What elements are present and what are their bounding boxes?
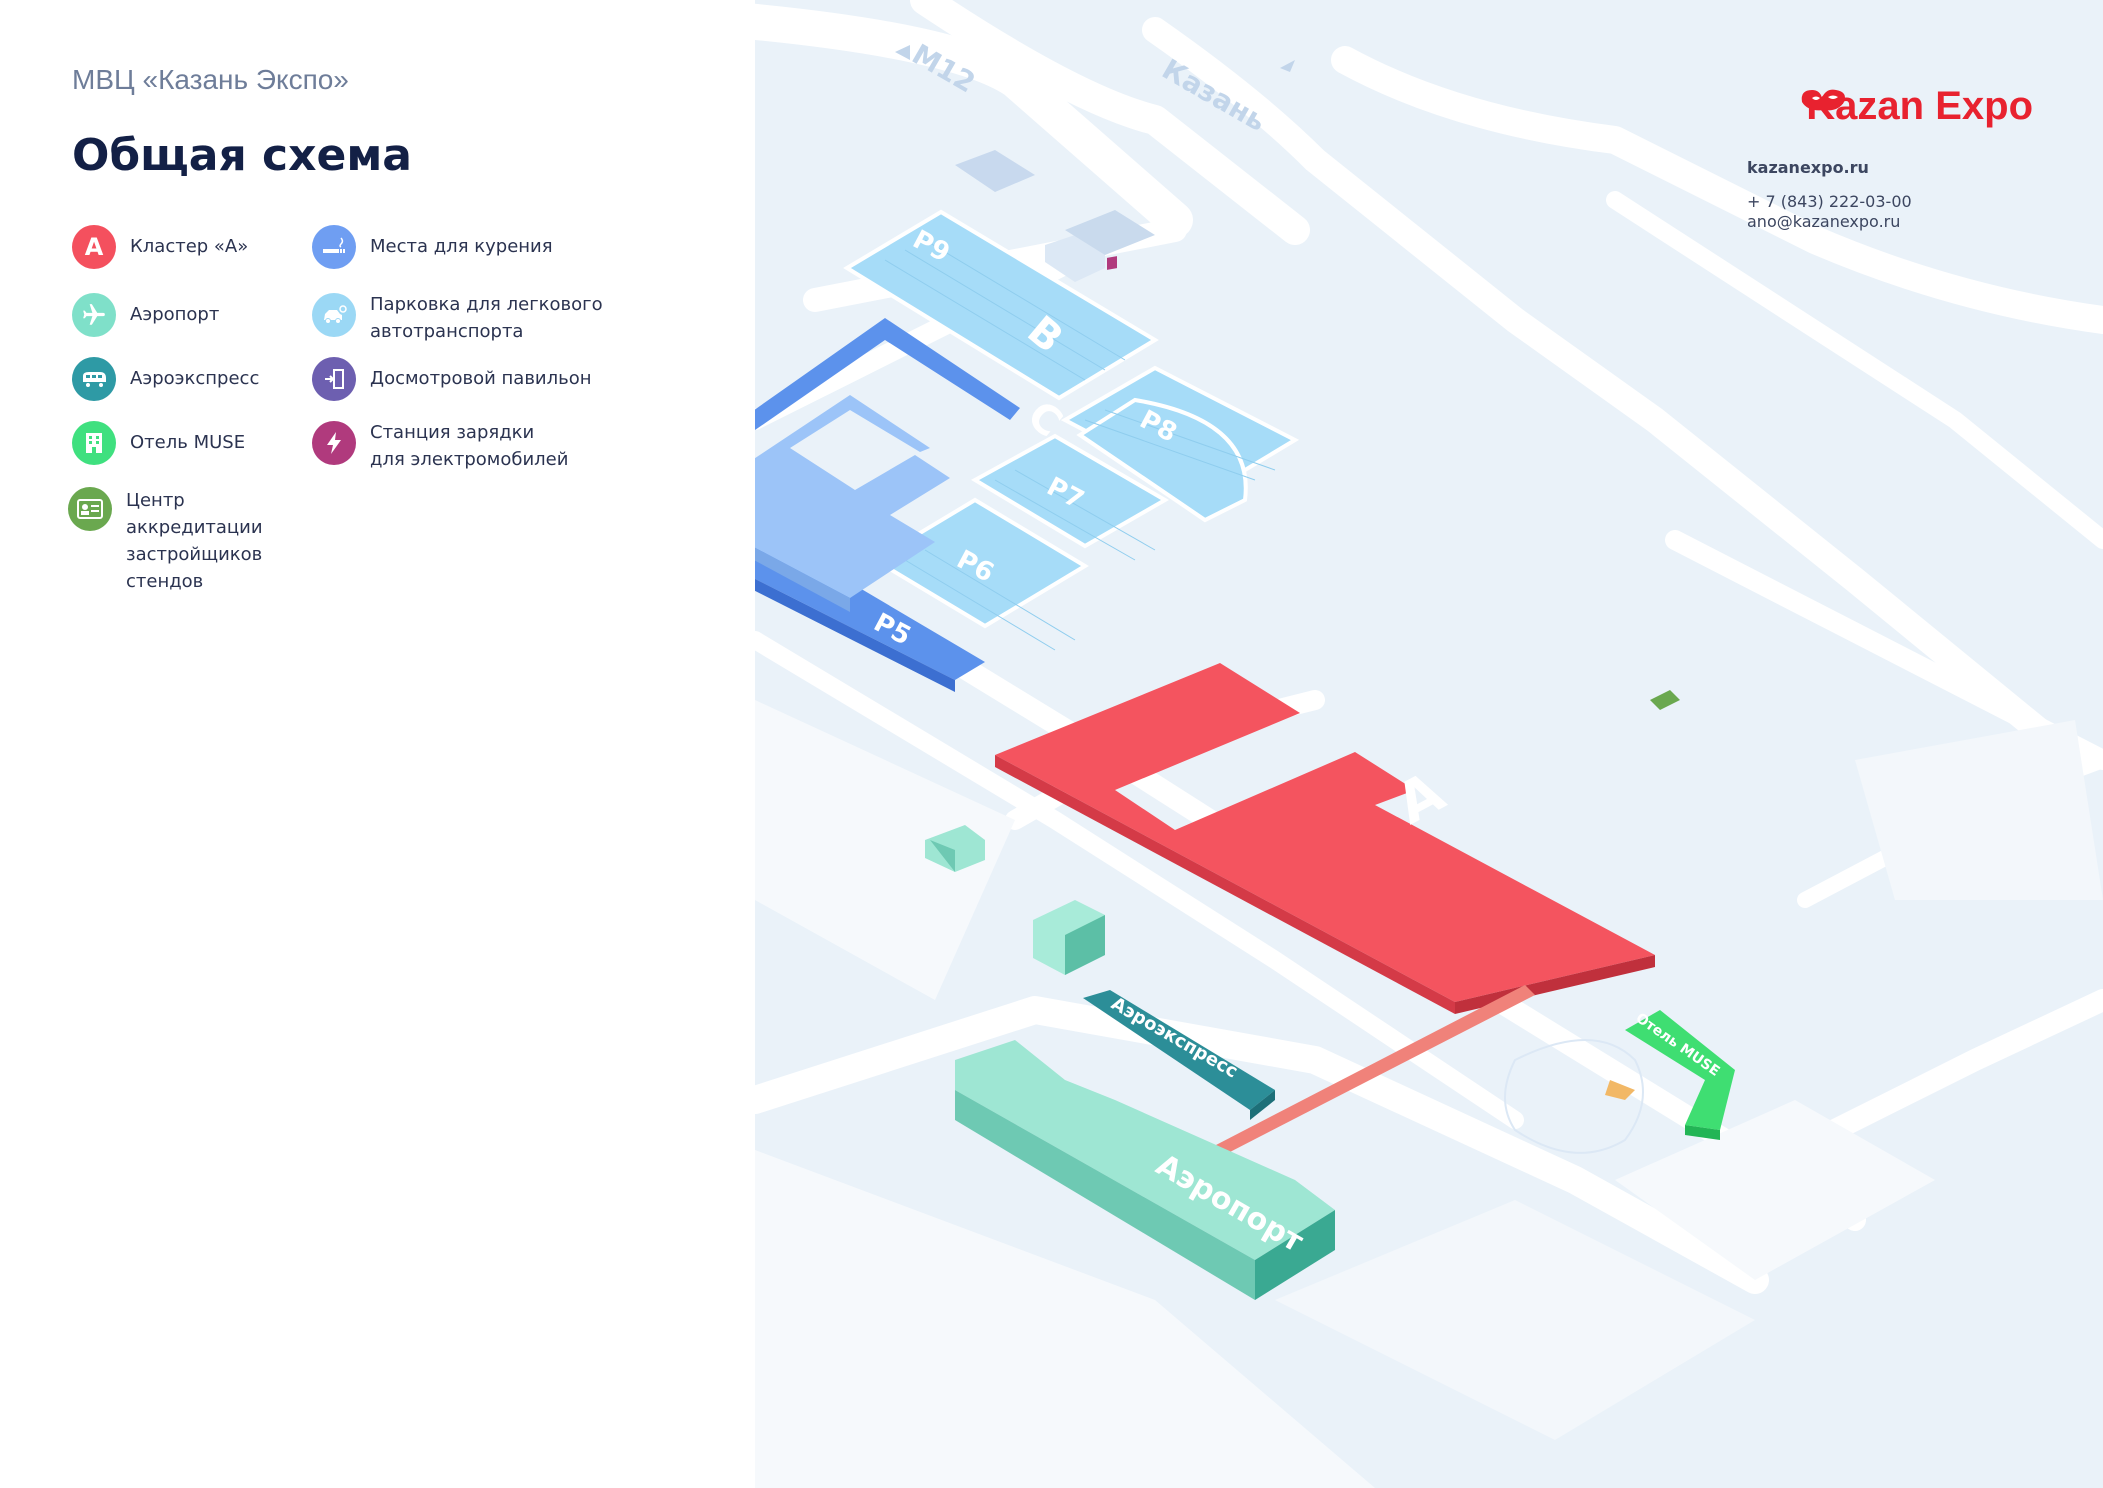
legend-label: Места для курения (370, 236, 553, 257)
legend-label: Досмотровой павильон (370, 368, 592, 389)
page-title: Общая схема (72, 130, 412, 181)
legend-label: Центр аккредитации застройщиков стендов (126, 490, 263, 592)
parkings (843, 209, 1300, 651)
aeroexpress-building (1083, 990, 1275, 1120)
direction-m12-arrow-icon (895, 45, 910, 60)
legend-panel: МВЦ «Казань Экспо» Общая схема A Кластер… (0, 0, 755, 1488)
hotel-building (1625, 1010, 1735, 1140)
legend-item-charging: Станция зарядки для электромобилей (312, 421, 568, 473)
legend-label: Станция зарядки для электромобилей (370, 422, 569, 470)
airport-building (955, 1040, 1335, 1300)
inspection-icon (312, 357, 356, 401)
legend-item-inspection: Досмотровой павильон (312, 357, 592, 401)
legend-label: Отель MUSE (130, 432, 246, 453)
legend-label: Парковка для легкового автотранспорта (370, 294, 603, 342)
legend-item-aeroexpress: Аэроэкспресс (72, 357, 259, 401)
legend-item-hotel: Отель MUSE (72, 421, 245, 465)
website-link[interactable]: kazanexpo.ru (1747, 158, 1869, 177)
email-link[interactable]: ano@kazanexpo.ru (1747, 212, 1901, 231)
direction-kazan-arrow-icon (1280, 60, 1295, 72)
legend-item-airport: Аэропорт (72, 293, 219, 337)
smoking-icon (312, 225, 356, 269)
train-icon (72, 357, 116, 401)
venue-subtitle: МВЦ «Казань Экспо» (72, 64, 349, 95)
hotel-icon (72, 421, 116, 465)
airport-roundabout (1504, 1039, 1644, 1154)
accreditation-icon (68, 487, 112, 531)
phone-number[interactable]: + 7 (843) 222-03-00 (1747, 192, 1912, 211)
misc-buildings (925, 150, 1680, 975)
legend-item-cluster-a: A Кластер «А» (72, 225, 248, 269)
brand-name: Kazan Expo (1806, 84, 2033, 128)
legend-item-accreditation: Центр аккредитации застройщиков стендов (68, 487, 263, 595)
legend-label: Аэроэкспресс (130, 368, 260, 389)
legend-label: Кластер «А» (130, 236, 249, 257)
parking-icon (312, 293, 356, 337)
contacts: kazanexpo.ru + 7 (843) 222-03-00 ano@kaz… (1747, 158, 1912, 232)
venue-map[interactable]: A B C P5 P6 P7 P8 P9 Аэроэкспресс Аэропо… (755, 0, 2103, 1488)
airport-bridge (1187, 985, 1535, 1170)
cluster-a-icon: A (72, 225, 116, 269)
cluster-c (755, 395, 950, 612)
charging-icon (312, 421, 356, 465)
airplane-icon (72, 293, 116, 337)
kazan-expo-logo-icon (1801, 89, 1846, 111)
legend-item-smoking: Места для курения (312, 225, 553, 269)
legend-label: Аэропорт (130, 304, 220, 325)
hotel-label: Отель MUSE (1633, 1010, 1723, 1080)
legend-item-parking: Парковка для легкового автотранспорта (312, 293, 603, 345)
plane-marker (1605, 1080, 1635, 1100)
brand-logo[interactable]: Kazan Expo (1798, 84, 2033, 129)
ground-blocks (755, 700, 2103, 1488)
map-canvas: A B C P5 P6 P7 P8 P9 Аэроэкспресс Аэропо… (755, 0, 2103, 1488)
